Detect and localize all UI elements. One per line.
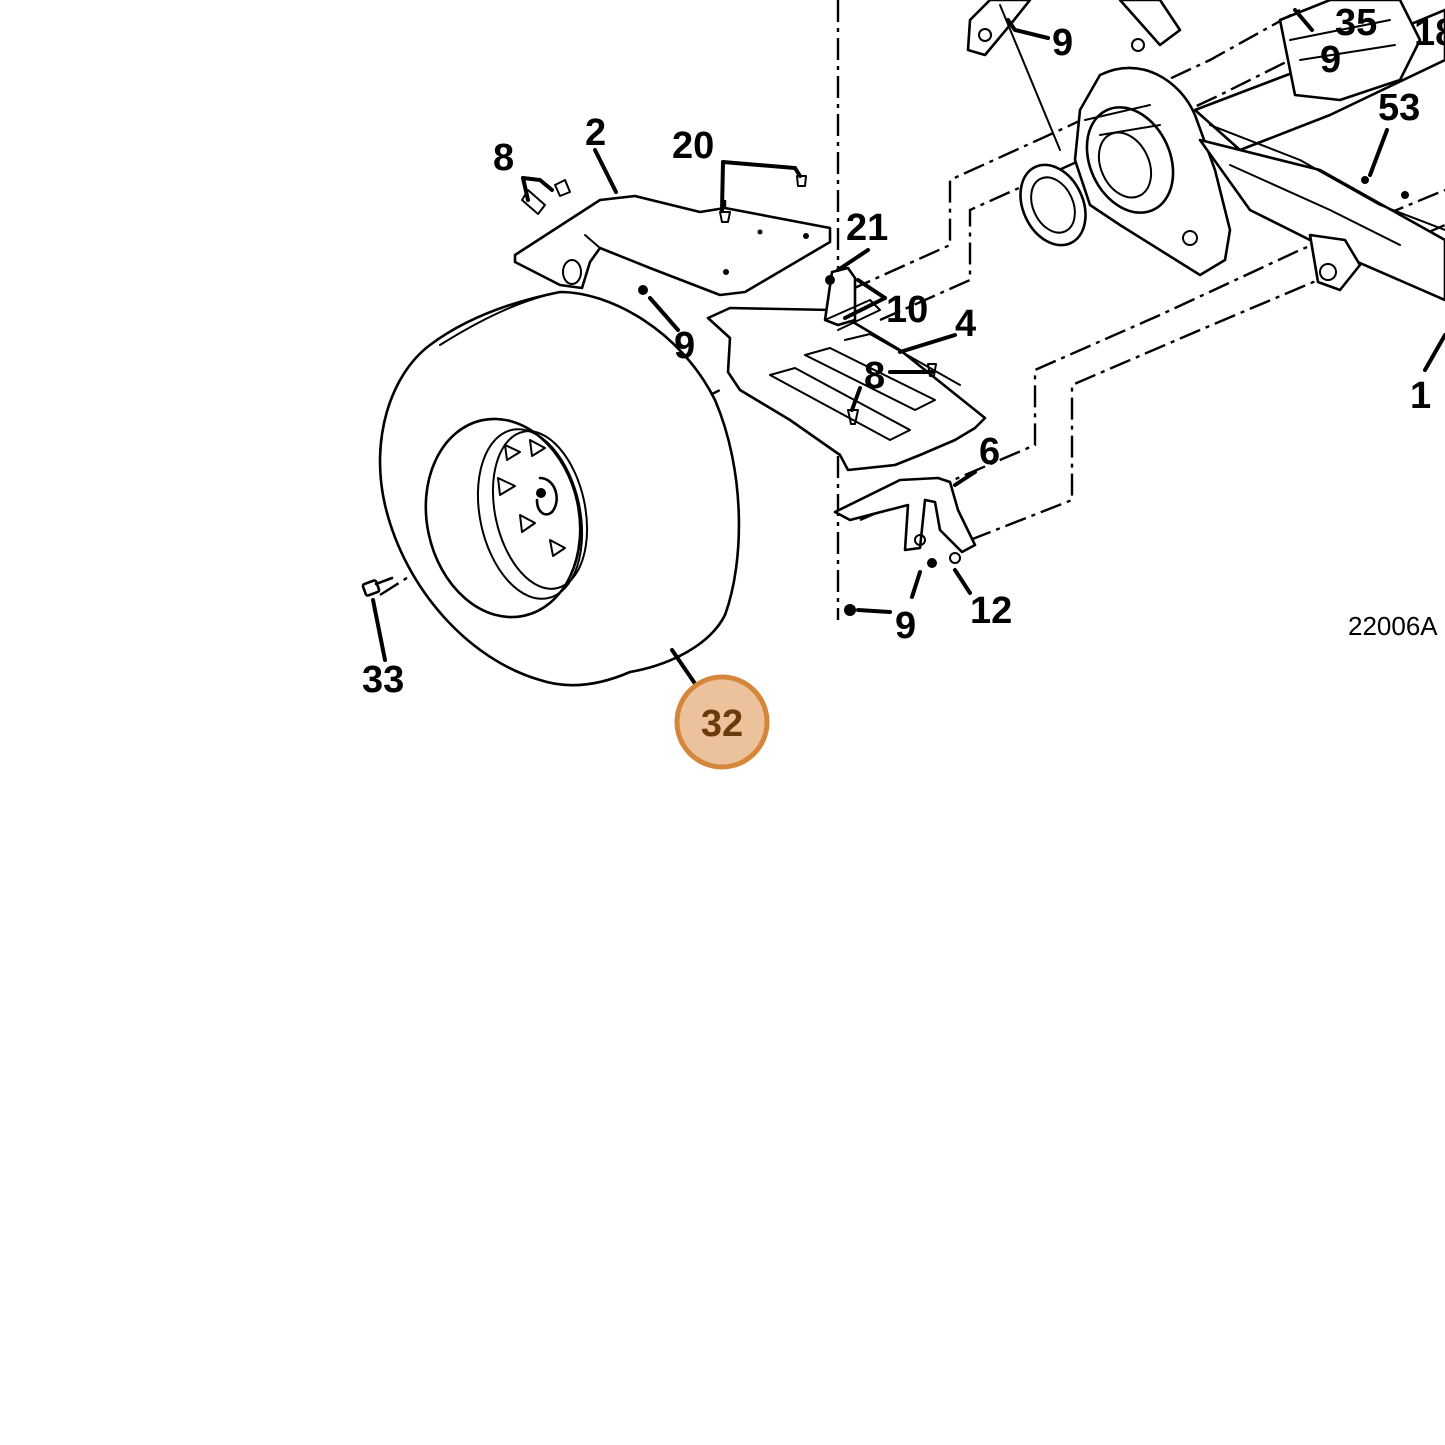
callout-labels: 2 8 20 21 10 4 8 9 6 12 9 33 1 53 9 9 35… <box>362 2 1445 701</box>
callout-9-bottom: 9 <box>895 605 916 647</box>
transaxle-frame <box>966 0 1445 302</box>
rear-wheel-tire <box>378 290 741 687</box>
callout-33: 33 <box>362 659 404 701</box>
highlight-callout-32[interactable]: 32 <box>674 674 770 770</box>
lower-bracket <box>833 476 977 564</box>
callout-8-mid: 8 <box>864 355 885 397</box>
callout-9-top: 9 <box>1052 22 1073 64</box>
callout-10: 10 <box>886 289 928 331</box>
callout-2: 2 <box>585 112 606 154</box>
highlight-circle[interactable] <box>674 674 770 770</box>
callout-53: 53 <box>1378 87 1420 129</box>
callout-9-top-right: 9 <box>1320 39 1341 81</box>
lug-bolt <box>361 576 394 597</box>
callout-20: 20 <box>672 125 714 167</box>
callout-32[interactable]: 32 <box>701 703 743 745</box>
callout-8-top: 8 <box>493 137 514 179</box>
leader-lines <box>371 8 1445 690</box>
callout-6: 6 <box>979 431 1000 473</box>
figure-reference: 22006A <box>1348 611 1438 641</box>
callout-4: 4 <box>955 303 976 345</box>
callout-21: 21 <box>846 207 888 249</box>
callout-12: 12 <box>970 590 1012 632</box>
callout-18: 18 <box>1414 12 1445 54</box>
callout-35: 35 <box>1335 2 1377 44</box>
mounting-plate <box>706 306 987 472</box>
callout-1: 1 <box>1410 375 1431 417</box>
callout-9-fender: 9 <box>674 325 695 367</box>
fender-bracket <box>513 194 832 297</box>
